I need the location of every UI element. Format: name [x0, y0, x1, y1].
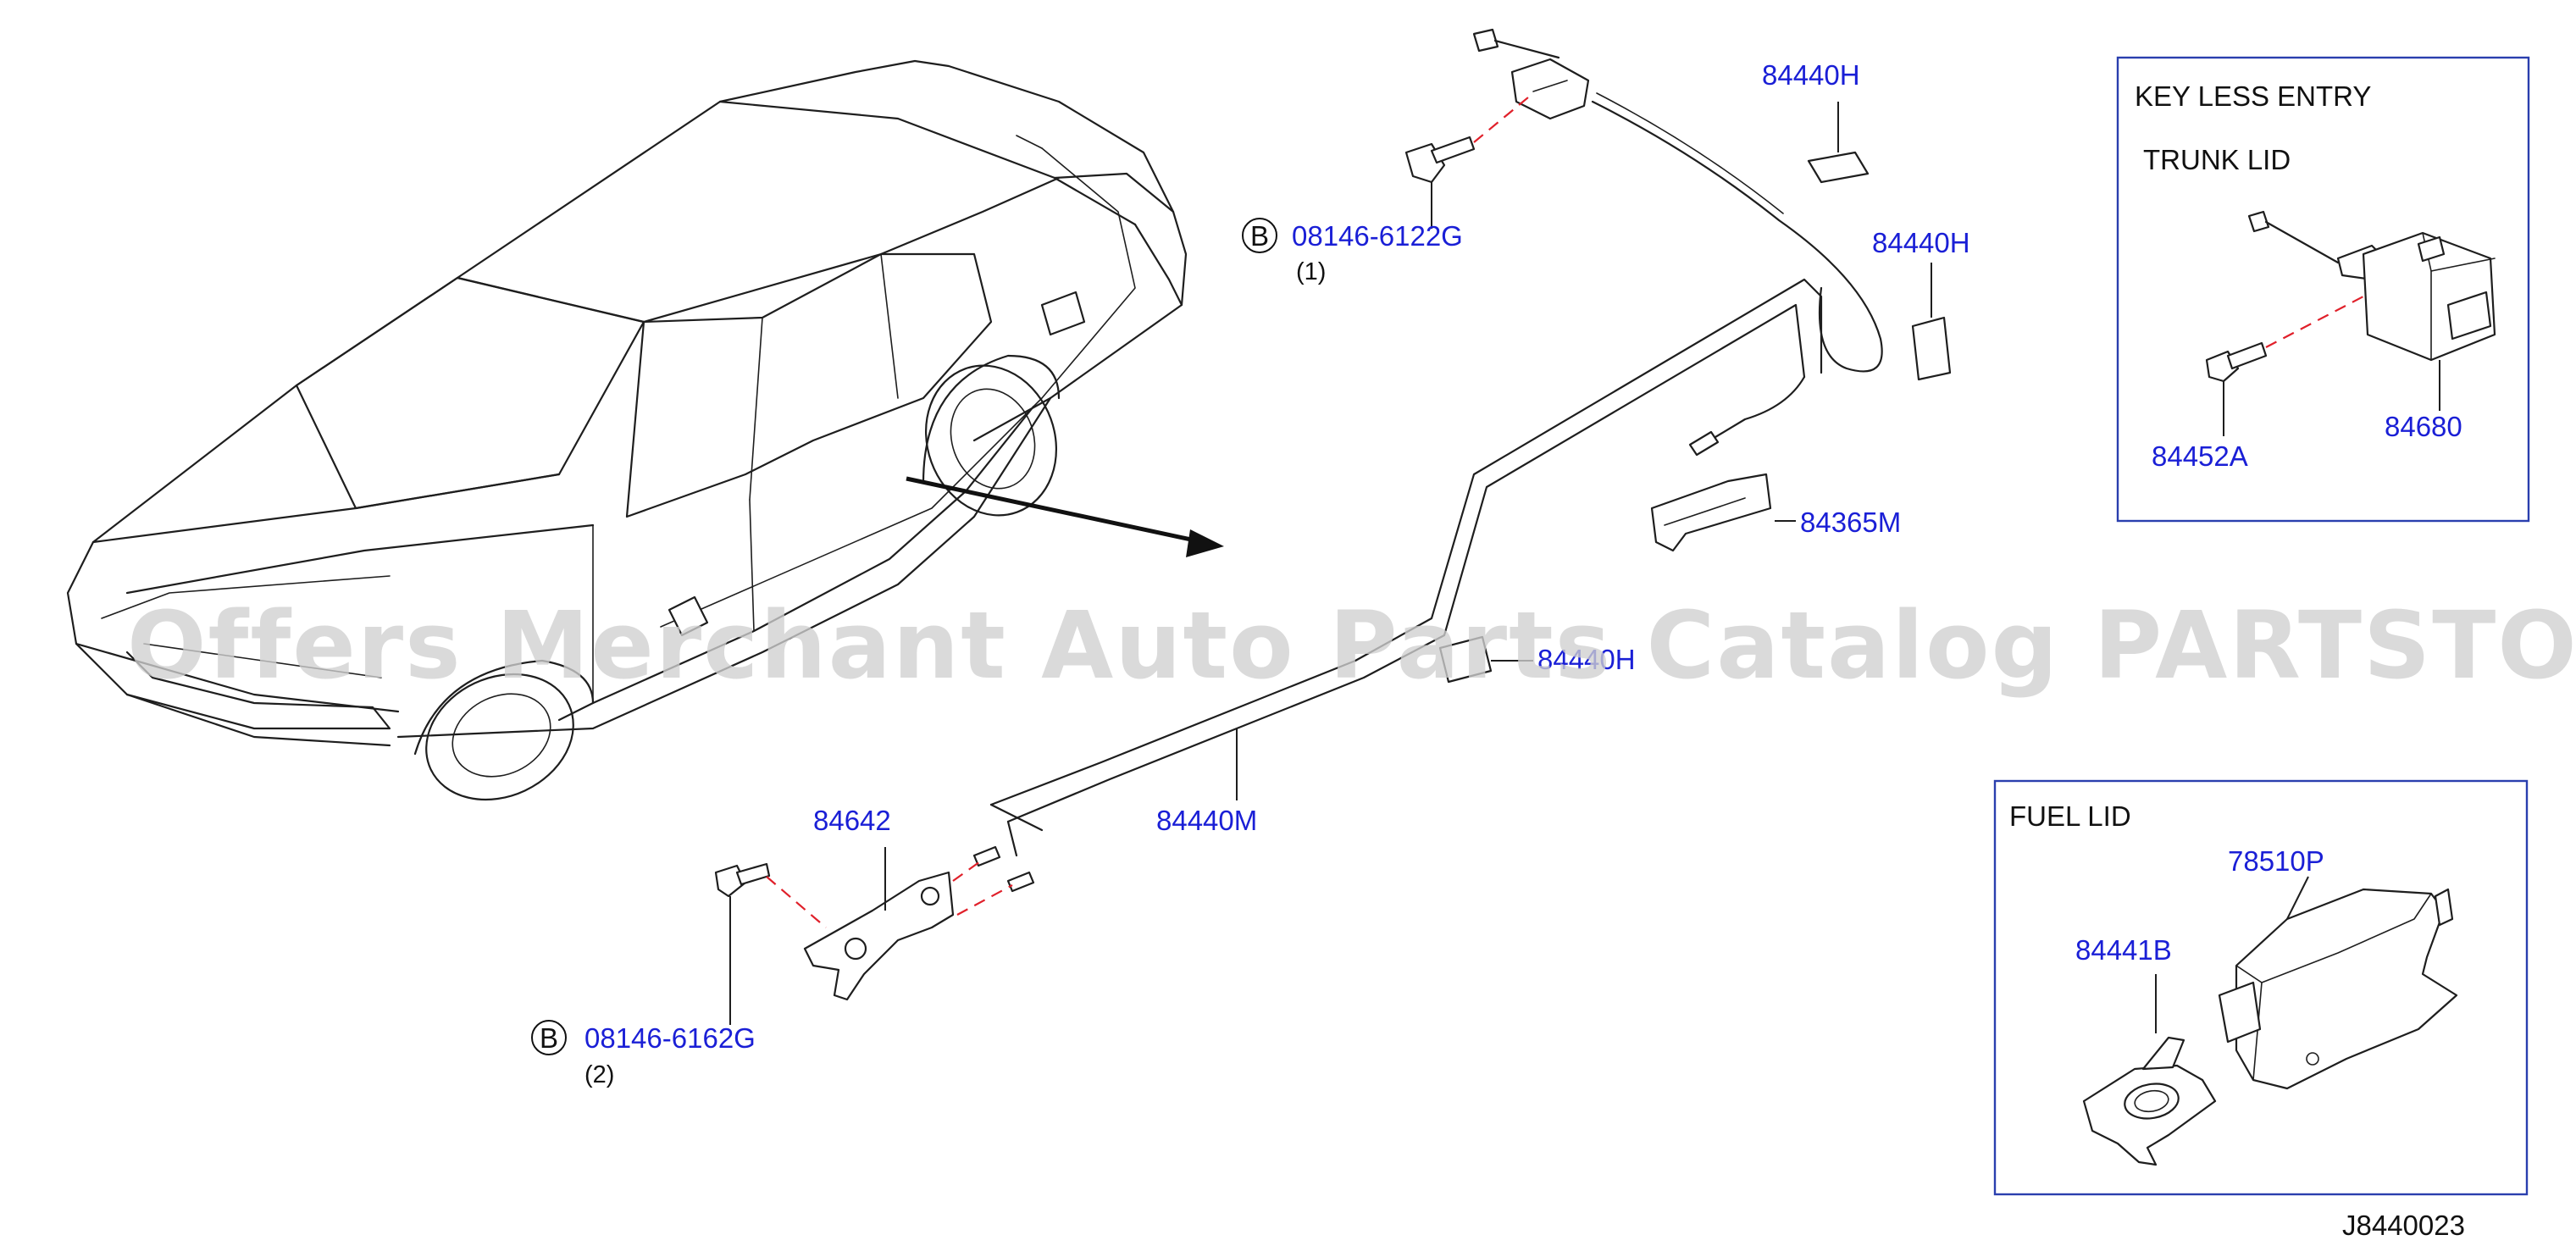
- keyless-title-1: KEY LESS ENTRY: [2135, 80, 2371, 112]
- label-08146-6122G[interactable]: 08146-6122G: [1292, 220, 1463, 252]
- car-illustration: [66, 59, 1188, 801]
- opener-lever-84642-icon: [803, 847, 955, 1001]
- label-78510P[interactable]: 78510P: [2228, 845, 2324, 877]
- bolt-08146-6122G-icon: [1404, 92, 1534, 229]
- fuel-lid-title: FUEL LID: [2009, 800, 2131, 832]
- trunk-actuator-icon: [2247, 210, 2496, 411]
- bolt-84452A-icon: [2205, 296, 2364, 436]
- label-84440H-1[interactable]: 84440H: [1762, 59, 1860, 91]
- fuel-bracket-icon: [2082, 974, 2217, 1166]
- label-08146-6162G[interactable]: 08146-6162G: [584, 1022, 756, 1054]
- label-84440H-3[interactable]: 84440H: [1537, 644, 1636, 675]
- diagram-id: J8440023: [2342, 1210, 2465, 1241]
- direction-arrow: [906, 476, 1224, 557]
- label-84441B[interactable]: 84441B: [2075, 934, 2172, 966]
- label-84440H-2[interactable]: 84440H: [1872, 227, 1970, 258]
- label-84452A[interactable]: 84452A: [2152, 440, 2248, 472]
- opener-cable: [972, 92, 1883, 893]
- qty-top-bolt: (1): [1296, 258, 1326, 285]
- label-84365M[interactable]: 84365M: [1800, 507, 1901, 538]
- svg-text:B: B: [1250, 220, 1269, 252]
- bolt-08146-6162G-icon: [714, 859, 1013, 1025]
- keyless-title-2: TRUNK LID: [2143, 144, 2291, 175]
- label-84642[interactable]: 84642: [813, 805, 891, 836]
- fuel-lid-panel: FUEL LID 78510P 84441B: [1993, 779, 2529, 1196]
- label-84440M[interactable]: 84440M: [1156, 805, 1257, 836]
- label-84680[interactable]: 84680: [2385, 411, 2462, 442]
- clip-84365M-icon: [1650, 473, 1796, 552]
- svg-text:B: B: [540, 1022, 558, 1054]
- fuel-actuator-icon: [2218, 876, 2458, 1090]
- top-connector: [1472, 28, 1590, 120]
- b-symbol-bottom: B: [531, 1020, 567, 1055]
- watermark: Offers Merchant Auto Parts Catalog PARTS…: [127, 591, 2576, 700]
- keyless-entry-panel: KEY LESS ENTRY TRUNK LID 84452A 84680: [2116, 56, 2530, 523]
- cable-tag-icon: [1438, 102, 1952, 684]
- qty-bottom-bolt: (2): [584, 1061, 614, 1088]
- b-symbol-top: B: [1242, 218, 1277, 253]
